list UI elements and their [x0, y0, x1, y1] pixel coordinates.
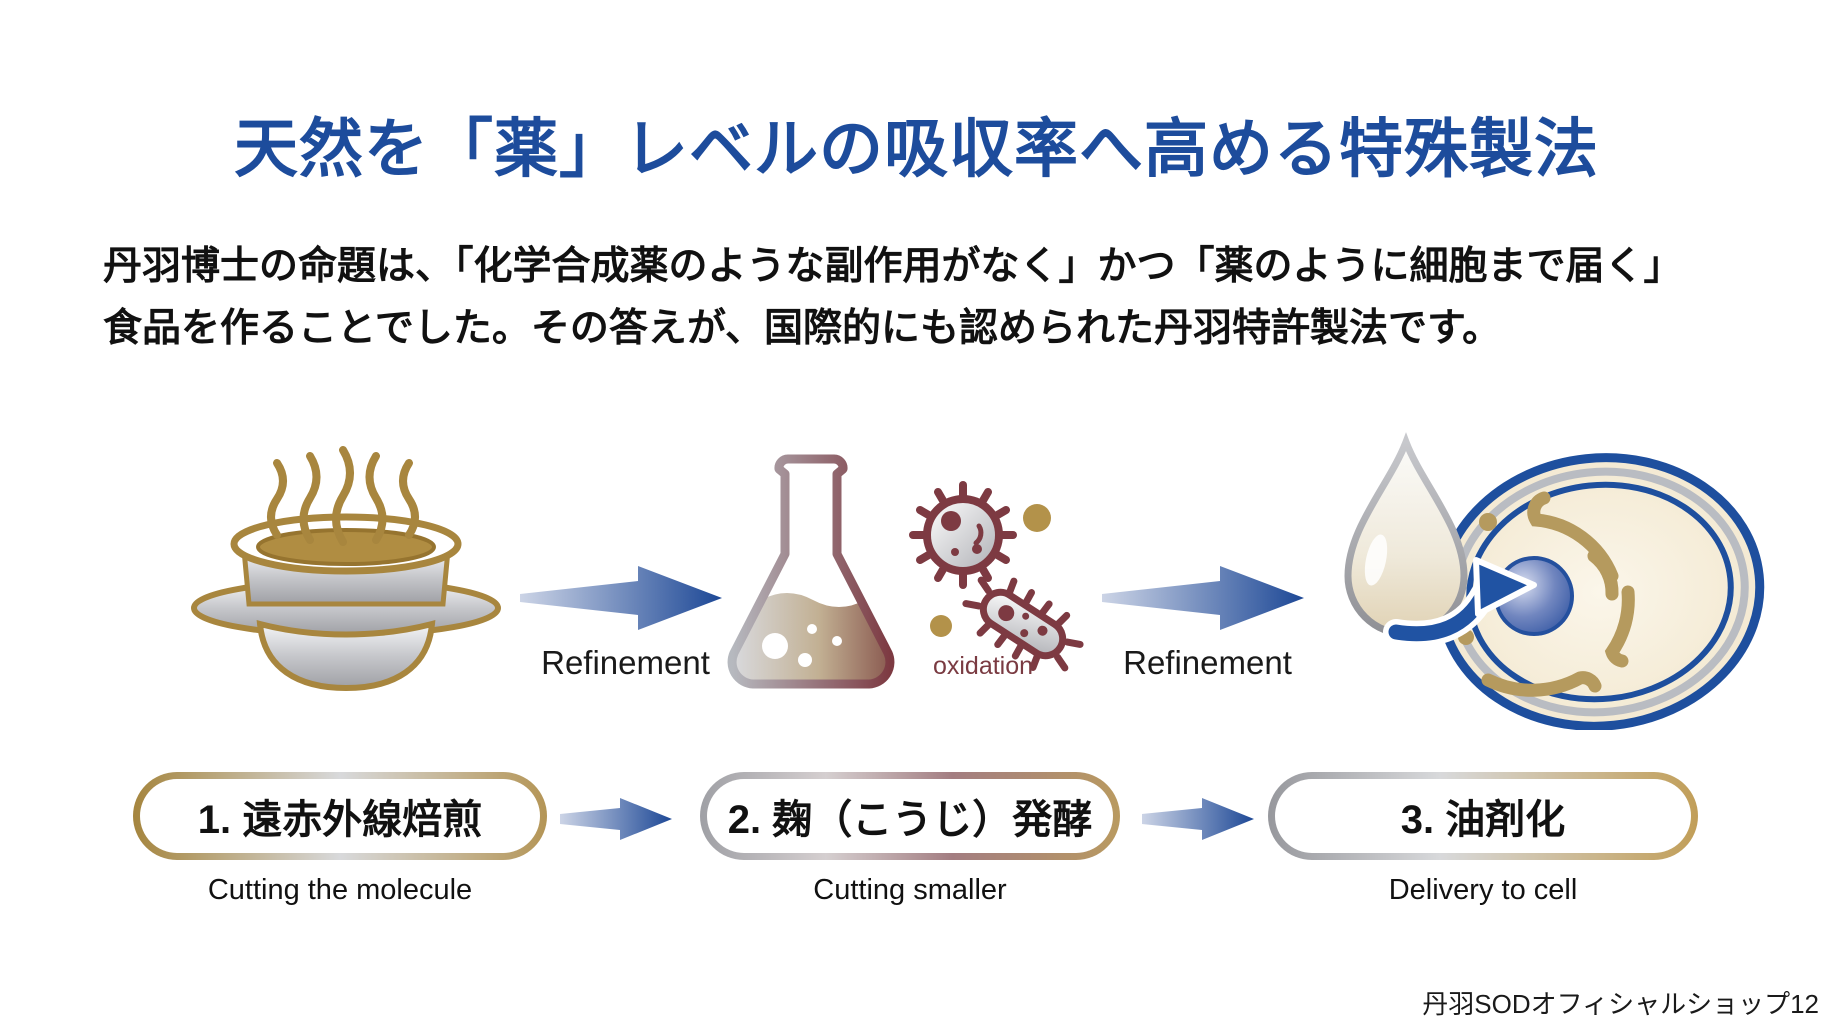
step-caption-1: Cutting the molecule [207, 874, 473, 906]
droplet-icon [1344, 432, 1468, 638]
roasting-pot-icon [191, 446, 501, 692]
entry-arrow-icon [1383, 557, 1537, 647]
watermark: 丹羽SODオフィシャルショップ12 [1422, 989, 1819, 1019]
step-pill-1-label: 1. 遠赤外線焙煎 [140, 779, 540, 853]
gold-particle-icon [1023, 504, 1051, 532]
refinement-arrow-1-icon [520, 566, 722, 630]
refinement-arrow-2-icon [1102, 566, 1304, 630]
intro-paragraph: 丹羽博士の命題は、「化学合成薬のような副作用がなく」かつ「薬のように細胞まで届く… [103, 236, 1683, 360]
cell-granule [1479, 513, 1497, 531]
microbe-rod-icon [962, 576, 1084, 672]
arrow-shape [560, 798, 672, 840]
microbe-round-icon [909, 481, 1017, 589]
pot-bowl [256, 620, 436, 692]
page-title: 天然を「薬」レベルの吸収率へ高める特殊製法 [234, 113, 1599, 185]
flask-microbes-icon [727, 454, 1084, 689]
arrow-shape [1102, 566, 1304, 630]
flask-outline [727, 454, 895, 689]
step-pill-2-label: 2. 麹（こうじ）発酵 [707, 779, 1113, 853]
oxidation-label: oxidation [932, 652, 1034, 680]
step-caption-2: Cutting smaller [813, 874, 1007, 906]
steam-icon [267, 446, 419, 546]
step-pill-3: 3. 油剤化 [1268, 772, 1698, 860]
droplet-into-cell-icon [1344, 432, 1765, 730]
step-pill-1: 1. 遠赤外線焙煎 [133, 772, 547, 860]
pot-contents [256, 528, 436, 566]
step-pill-3-label: 3. 油剤化 [1275, 779, 1691, 853]
flask-liquid [732, 593, 890, 684]
refinement-label-2: Refinement [1123, 644, 1292, 681]
intro-line-2: 食品を作ることでした。その答えが、国際的にも認められた丹羽特許製法です。 [103, 307, 1502, 350]
endoplasmic-reticulum [1481, 491, 1635, 697]
refinement-label-1: Refinement [541, 644, 710, 681]
step-pill-2: 2. 麹（こうじ）発酵 [700, 772, 1120, 860]
arrow-shape [1142, 798, 1254, 840]
gold-particle-icon [930, 615, 952, 637]
step-arrow-2-icon [1142, 798, 1254, 840]
liquid-bubbles [762, 624, 842, 667]
step-arrow-1-icon [560, 798, 672, 840]
step-caption-3: Delivery to cell [1388, 874, 1578, 906]
arrow-shape [520, 566, 722, 630]
intro-line-1: 丹羽博士の命題は、「化学合成薬のような副作用がなく」かつ「薬のように細胞まで届く… [103, 245, 1683, 288]
